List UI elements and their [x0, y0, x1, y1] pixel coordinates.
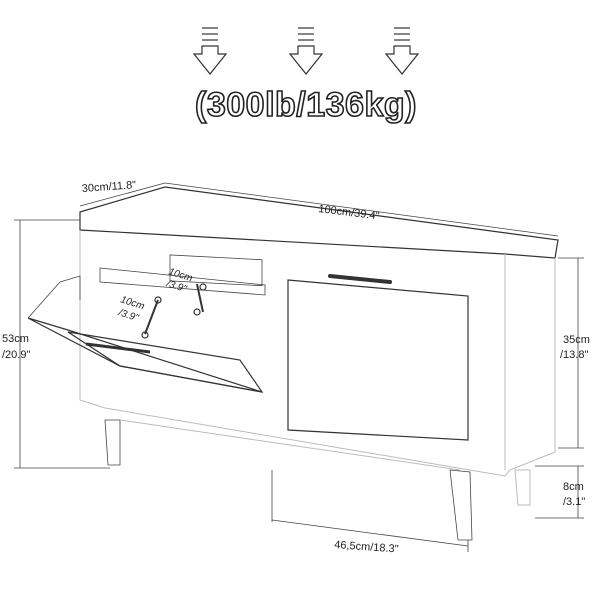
- leg-height-label-line1: 8cm: [563, 481, 584, 493]
- compartment-rod-lower: [144, 299, 159, 335]
- down-arrow-icon: [288, 27, 324, 75]
- top-slot: [169, 254, 263, 287]
- inner-width-label: 46,5cm/18.3": [334, 539, 399, 555]
- cabinet-height-label-line2: /13.8": [560, 349, 588, 361]
- rattan-door-panel: [287, 279, 469, 441]
- load-arrows: [192, 27, 420, 75]
- compartment-rod-upper: [196, 283, 204, 313]
- down-arrow-icon: [192, 27, 228, 75]
- load-capacity-label: (300lb/136kg): [195, 86, 417, 124]
- bench-body: [27, 186, 559, 541]
- leg-front-left: [104, 419, 121, 466]
- leg-front-right: [449, 469, 473, 541]
- cabinet-height-label-line1: 35cm: [563, 334, 590, 346]
- door-handle: [328, 274, 392, 284]
- down-arrow-icon: [384, 27, 420, 75]
- tilt-drawer-front: [27, 317, 263, 393]
- tilt-drawer-rattan: [67, 331, 264, 393]
- width-label: 100cm/39.4": [318, 203, 380, 222]
- leg-back-right: [514, 469, 531, 506]
- leg-height-label-line2: /3.1": [563, 496, 585, 508]
- dimension-lines: [14, 182, 584, 552]
- total-height-label-line1: 53cm: [2, 333, 29, 345]
- total-height-label-line2: /20.9": [2, 349, 30, 361]
- depth-label: 30cm/11.8": [81, 179, 136, 195]
